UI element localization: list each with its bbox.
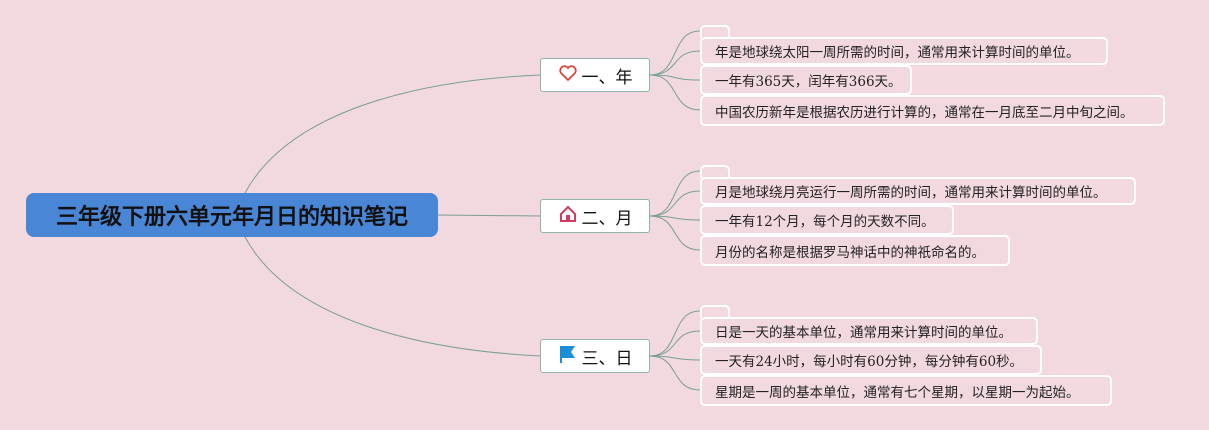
branch-connector [649, 355, 701, 391]
leaf-text: 月是地球绕月亮运行一周所需的时间，通常用来计算时间的单位。 [715, 185, 1107, 201]
leaf-topic[interactable]: 一年有12个月，每个月的天数不同。 [700, 205, 954, 235]
empty-topic[interactable] [700, 25, 730, 38]
branch-connector [649, 190, 701, 217]
leaf-topic[interactable]: 年是地球绕太阳一周所需的时间，通常用来计算时间的单位。 [700, 37, 1108, 65]
branch-month[interactable]: 二、月 [540, 199, 650, 233]
leaf-text: 日是一天的基本单位，通常用来计算时间的单位。 [715, 325, 1012, 341]
leaf-topic[interactable]: 日是一天的基本单位，通常用来计算时间的单位。 [700, 317, 1038, 345]
branch-connector [649, 355, 701, 361]
branch-connector [649, 74, 701, 111]
root-title: 三年级下册六单元年月日的知识笔记 [55, 205, 408, 230]
empty-topic[interactable] [700, 305, 730, 318]
branch-connector [649, 30, 701, 76]
leaf-topic[interactable]: 中国农历新年是根据农历进行计算的，通常在一月底至二月中旬之间。 [700, 95, 1165, 126]
branch-connector [649, 330, 701, 357]
branch-label: 一、年 [581, 67, 633, 88]
leaf-topic[interactable]: 一天有24小时，每小时有60分钟，每分钟有60秒。 [700, 345, 1042, 375]
branch-connector [649, 215, 701, 251]
leaf-text: 月份的名称是根据罗马神话中的神祇命名的。 [715, 244, 985, 261]
branch-day[interactable]: 三、日 [540, 339, 650, 373]
leaf-text: 一天有24小时，每小时有60分钟，每分钟有60秒。 [715, 354, 1024, 370]
house-icon [558, 204, 578, 229]
empty-topic[interactable] [700, 165, 730, 178]
branch-connector [649, 74, 701, 81]
heart-icon [558, 63, 578, 88]
branch-label: 三、日 [581, 348, 633, 369]
branch-connector [649, 50, 701, 76]
branch-connector [649, 310, 701, 357]
leaf-text: 中国农历新年是根据农历进行计算的，通常在一月底至二月中旬之间。 [715, 104, 1134, 121]
branch-year[interactable]: 一、年 [540, 58, 650, 92]
leaf-topic[interactable]: 月是地球绕月亮运行一周所需的时间，通常用来计算时间的单位。 [700, 177, 1136, 205]
flag-icon [558, 344, 578, 369]
branch-connector [649, 170, 701, 217]
leaf-text: 一年有12个月，每个月的天数不同。 [715, 214, 935, 230]
branch-connector [649, 215, 701, 221]
leaf-topic[interactable]: 一年有365天，闰年有366天。 [700, 65, 912, 95]
leaf-text: 星期是一周的基本单位，通常有七个星期，以星期一为起始。 [715, 384, 1080, 401]
leaf-topic[interactable]: 星期是一周的基本单位，通常有七个星期，以星期一为起始。 [700, 375, 1112, 406]
branch-label: 二、月 [581, 208, 633, 229]
leaf-text: 一年有365天，闰年有366天。 [715, 74, 902, 90]
leaf-topic[interactable]: 月份的名称是根据罗马神话中的神祇命名的。 [700, 235, 1010, 266]
leaf-text: 年是地球绕太阳一周所需的时间，通常用来计算时间的单位。 [715, 45, 1080, 61]
root-topic[interactable]: 三年级下册六单元年月日的知识笔记 [26, 193, 438, 237]
